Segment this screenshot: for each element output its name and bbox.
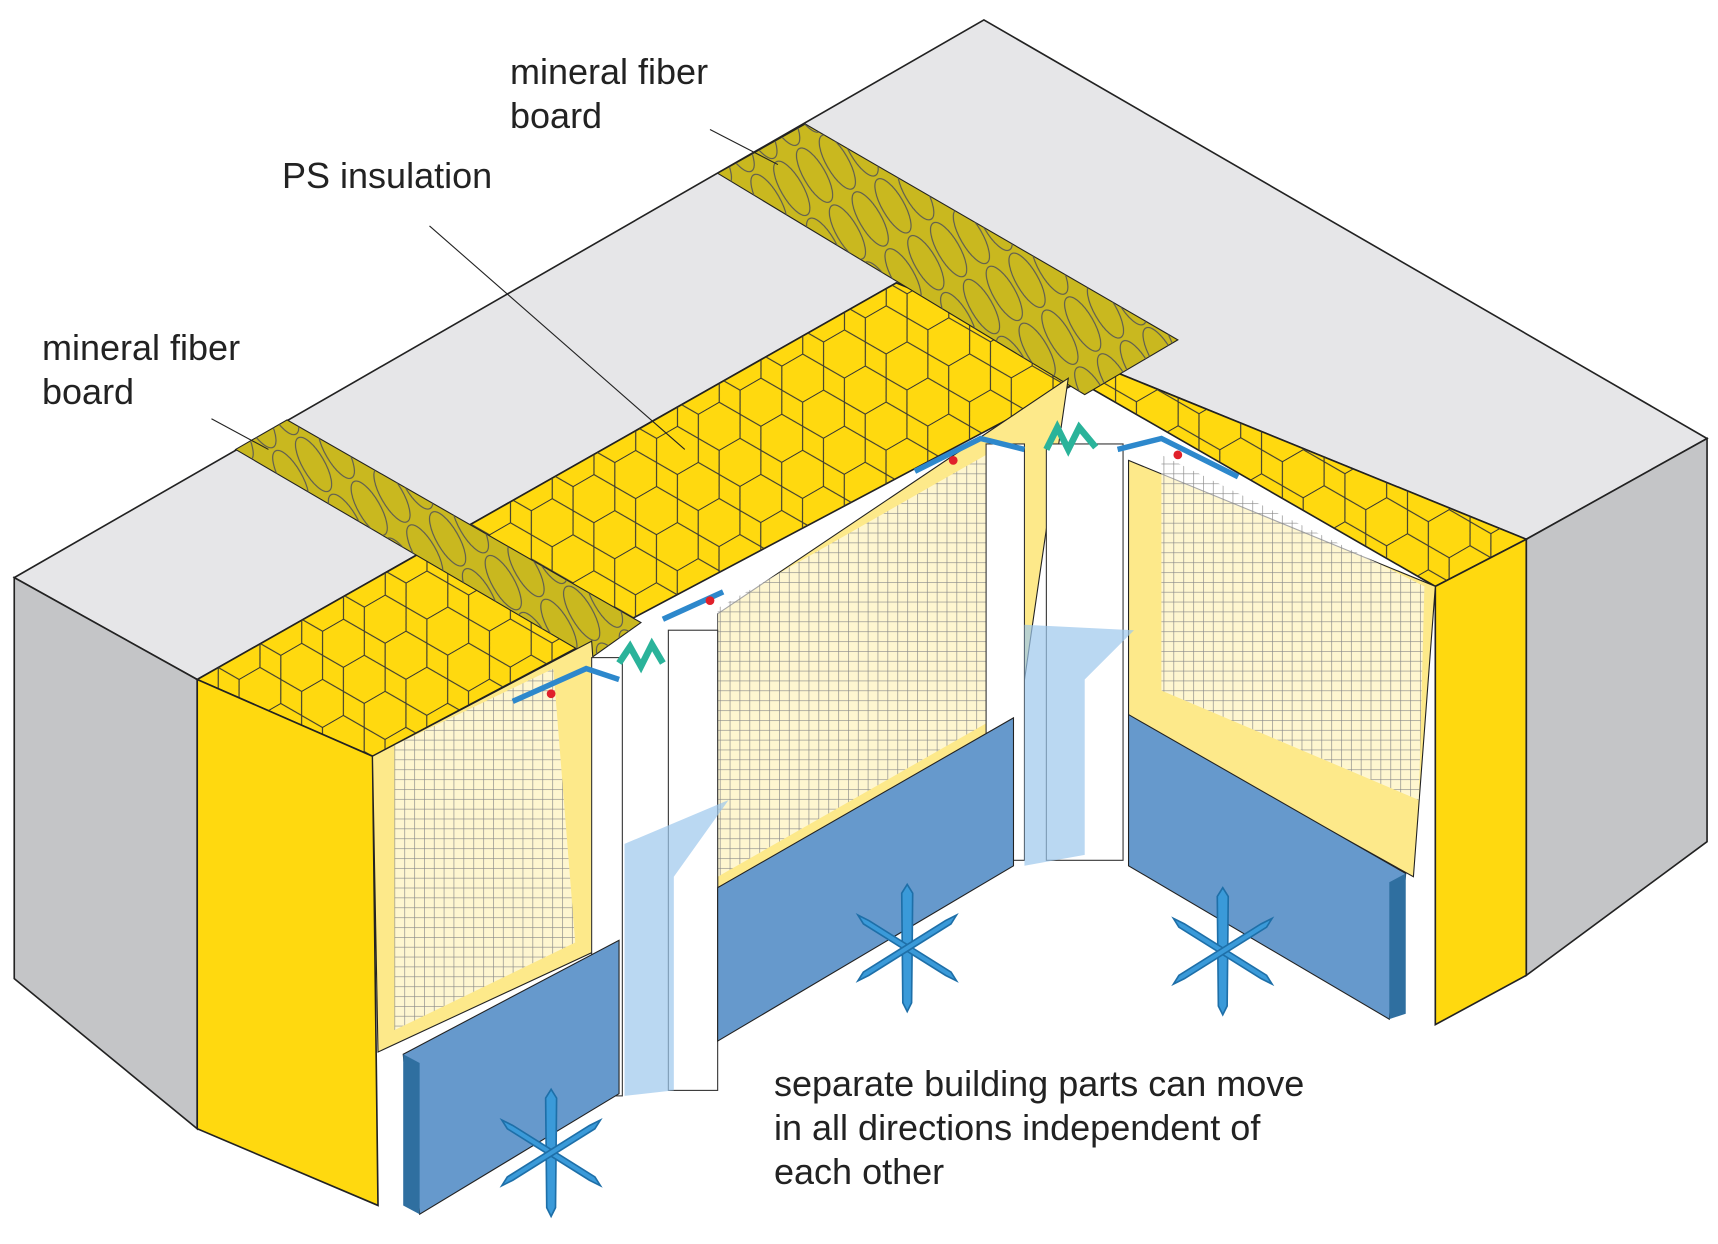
leader-line bbox=[211, 418, 269, 450]
label-line: mineral fiber bbox=[510, 51, 709, 92]
label-ps-insulation: PS insulation bbox=[282, 155, 493, 196]
caption-line: in all directions independent of bbox=[774, 1107, 1261, 1148]
label-mineral-fiber-top: mineral fiber board bbox=[510, 50, 708, 138]
joint-tape-left bbox=[616, 637, 666, 674]
label-line: board bbox=[510, 95, 603, 136]
hex-pattern bbox=[197, 282, 1527, 757]
joint-profile bbox=[667, 629, 719, 1091]
label-line: mineral fiber bbox=[42, 327, 241, 368]
ps-insulation-left-face bbox=[196, 678, 379, 1207]
caption: separate building parts can move in all … bbox=[774, 1062, 1304, 1194]
movement-arrows-icon bbox=[855, 882, 959, 1014]
label-line: board bbox=[42, 371, 135, 412]
render-panel bbox=[717, 716, 1015, 1043]
ps-insulation-right-face bbox=[1434, 537, 1528, 1027]
movement-arrows-icon bbox=[1171, 886, 1275, 1017]
caption-line: separate building parts can move bbox=[774, 1063, 1305, 1104]
label-mineral-fiber-left: mineral fiber board bbox=[42, 326, 240, 414]
joint-tape-right bbox=[1043, 420, 1099, 457]
caption-line: each other bbox=[774, 1151, 945, 1192]
leader-line bbox=[429, 225, 686, 450]
movement-arrows-icon bbox=[499, 1087, 603, 1219]
leader-line bbox=[709, 129, 779, 166]
